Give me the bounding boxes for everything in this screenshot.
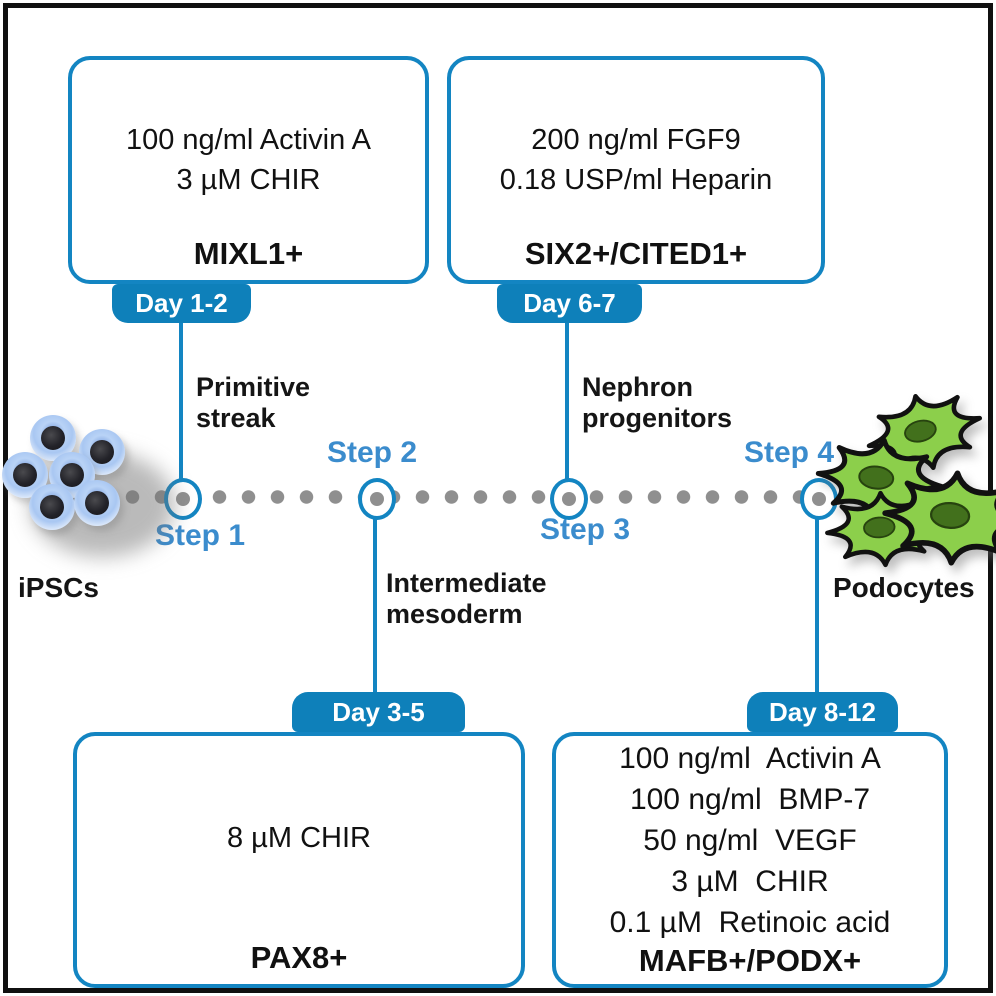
reagent-list-step4: 100 ng/ml Activin A 100 ng/ml BMP-7 50 n… bbox=[556, 738, 944, 943]
protocol-box-step3: 200 ng/ml FGF9 0.18 USP/ml Heparin SIX2+… bbox=[447, 56, 825, 284]
ipsc-nucleus bbox=[13, 463, 37, 487]
ipsc-cell bbox=[29, 484, 75, 530]
connector-line-step2 bbox=[373, 512, 377, 694]
step-label-1: Step 1 bbox=[154, 519, 246, 552]
stage-label-line: Primitive bbox=[196, 372, 311, 402]
step-label-4: Step 4 bbox=[743, 436, 835, 469]
timeline-node-dot bbox=[370, 492, 384, 506]
reagent-line: 100 ng/ml BMP-7 bbox=[629, 783, 871, 816]
timeline-node-dot bbox=[812, 492, 826, 506]
protocol-box-step2: 8 µM CHIR PAX8+ bbox=[73, 732, 525, 988]
reagent-line: 50 ng/ml VEGF bbox=[643, 824, 857, 857]
stage-label-line: mesoderm bbox=[386, 599, 523, 629]
stage-label-intermediate-mesoderm: Intermediate mesoderm bbox=[386, 568, 547, 630]
protocol-box-step4: 100 ng/ml Activin A 100 ng/ml BMP-7 50 n… bbox=[552, 732, 948, 988]
timeline-node-dot bbox=[562, 492, 576, 506]
marker-label-step1: MIXL1+ bbox=[193, 236, 304, 271]
stage-label-line: Nephron bbox=[582, 372, 693, 402]
connector-line-step3 bbox=[565, 322, 569, 482]
ipsc-nucleus bbox=[40, 495, 64, 519]
ipsc-nucleus bbox=[85, 491, 109, 515]
stage-label-line: progenitors bbox=[582, 403, 733, 433]
reagent-line: 3 µM CHIR bbox=[176, 164, 321, 196]
reagent-list-step2: 8 µM CHIR bbox=[77, 818, 521, 858]
timeline-node-step3 bbox=[550, 478, 588, 520]
reagent-list-step1: 100 ng/ml Activin A 3 µM CHIR bbox=[72, 120, 425, 200]
stage-label-line: Intermediate bbox=[386, 568, 547, 598]
stage-label-line: streak bbox=[196, 403, 276, 433]
day-badge-step1: Day 1-2 bbox=[112, 284, 251, 323]
reagent-line: 100 ng/ml Activin A bbox=[125, 124, 372, 156]
marker-label-step3: SIX2+/CITED1+ bbox=[524, 236, 748, 271]
ipsc-label: iPSCs bbox=[18, 572, 99, 603]
ipsc-cell bbox=[74, 480, 120, 526]
connector-line-step1 bbox=[179, 322, 183, 482]
timeline-node-dot bbox=[176, 492, 190, 506]
timeline-node-step2 bbox=[358, 478, 396, 520]
step-label-3: Step 3 bbox=[539, 513, 631, 546]
ipsc-nucleus bbox=[60, 463, 84, 487]
marker-label-step4: MAFB+/PODX+ bbox=[638, 943, 862, 978]
day-badge-step4: Day 8-12 bbox=[747, 692, 898, 732]
reagent-line: 0.1 µM Retinoic acid bbox=[609, 906, 891, 939]
ipsc-nucleus bbox=[90, 440, 114, 464]
day-badge-step3: Day 6-7 bbox=[497, 284, 642, 323]
stage-label-nephron-progenitors: Nephron progenitors bbox=[582, 372, 732, 434]
reagent-line: 0.18 USP/ml Heparin bbox=[499, 164, 773, 196]
stage-label-primitive-streak: Primitive streak bbox=[196, 372, 310, 434]
timeline-dotted-line bbox=[60, 490, 938, 504]
marker-label-step2: PAX8+ bbox=[250, 940, 348, 975]
reagent-line: 200 ng/ml FGF9 bbox=[531, 124, 741, 156]
reagent-line: 3 µM CHIR bbox=[671, 865, 829, 898]
podocyte-label: Podocytes bbox=[833, 572, 975, 603]
step-label-2: Step 2 bbox=[326, 436, 418, 469]
connector-line-step4 bbox=[815, 512, 819, 694]
reagent-line: 8 µM CHIR bbox=[227, 822, 371, 854]
reagent-line: 100 ng/ml Activin A bbox=[619, 742, 881, 775]
ipsc-nucleus bbox=[41, 426, 65, 450]
day-badge-step2: Day 3-5 bbox=[292, 692, 465, 732]
protocol-box-step1: 100 ng/ml Activin A 3 µM CHIR MIXL1+ bbox=[68, 56, 429, 284]
podocyte-cluster bbox=[818, 392, 996, 577]
reagent-list-step3: 200 ng/ml FGF9 0.18 USP/ml Heparin bbox=[451, 120, 821, 200]
